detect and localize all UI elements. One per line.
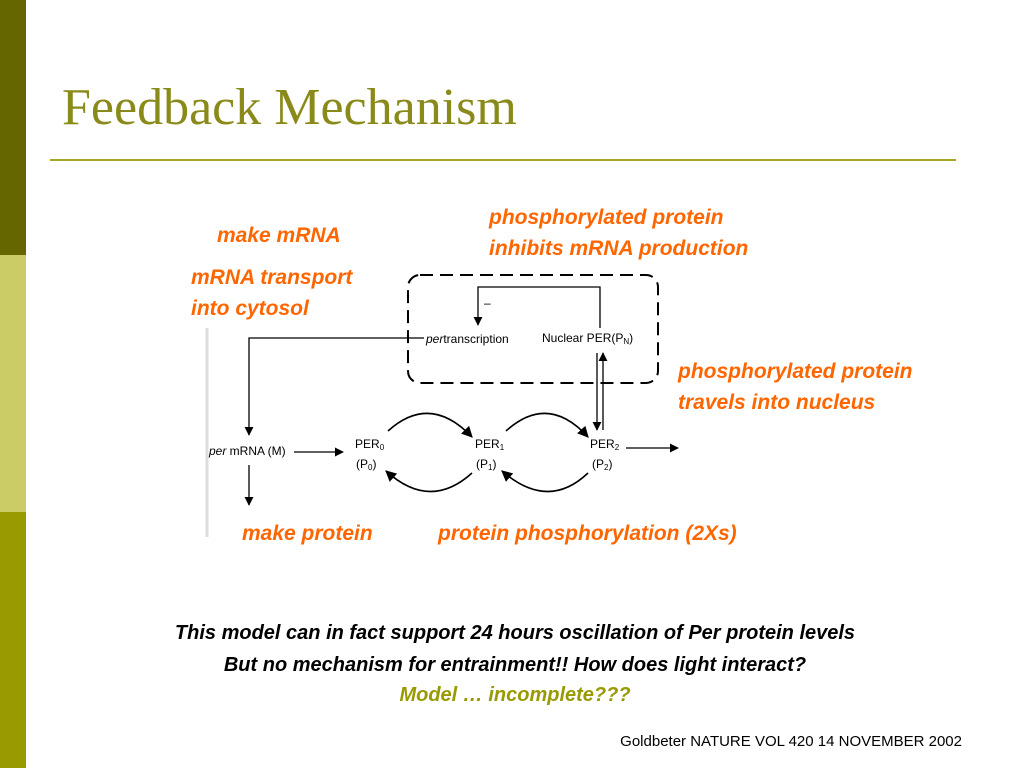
nuclear-per-text: Nuclear PER: [542, 331, 612, 345]
label-inhibits-line1: phosphorylated protein: [489, 206, 724, 229]
label-mrna-transport: mRNA transport into cytosol: [191, 262, 352, 324]
transport-arrow: [244, 337, 424, 436]
nuclear-per-label: Nuclear PER(PN): [542, 331, 633, 346]
p1-sub: 1: [488, 463, 493, 472]
per1-label: PER1: [475, 437, 505, 452]
p0-close: ): [372, 457, 376, 471]
dephosphorylation-arrow-2: [501, 470, 589, 493]
p1-close: ): [492, 457, 496, 471]
accent-bar-top: [0, 0, 26, 255]
per0-text: PER: [355, 437, 380, 451]
citation: Goldbeter NATURE VOL 420 14 NOVEMBER 200…: [620, 733, 962, 750]
label-phosphorylation: protein phosphorylation (2Xs): [438, 522, 737, 545]
nuclear-per-sub: N: [623, 337, 629, 346]
per2-label: PER2: [590, 437, 620, 452]
label-travels-line2: travels into nucleus: [678, 391, 876, 414]
feedback-diagram: – pertranscription Nuclear PER(PN) per m…: [205, 274, 679, 537]
label-travels-line1: phosphorylated protein: [678, 360, 913, 383]
per-italic: per: [425, 332, 444, 346]
per-mrna-rest: mRNA (M): [226, 444, 285, 458]
label-mrna-transport-line1: mRNA transport: [191, 266, 353, 289]
p2-sub: 2: [604, 463, 609, 472]
p2-open: (P: [592, 457, 604, 471]
transcription-text: transcription: [443, 332, 508, 346]
p1-open: (P: [476, 457, 488, 471]
conclusion-line-2: But no mechanism for entrainment!! How d…: [223, 654, 807, 676]
label-inhibits: phosphorylated protein inhibits mRNA pro…: [489, 202, 748, 264]
label-travels-nucleus: phosphorylated protein travels into nucl…: [678, 356, 913, 418]
accent-bar-middle: [0, 255, 26, 512]
per-mrna-label: per mRNA (M): [208, 444, 286, 458]
title-rule: [50, 159, 956, 161]
inhibition-minus: –: [484, 296, 491, 310]
conclusion-line-1: This model can in fact support 24 hours …: [174, 622, 856, 644]
nucleus-box: [407, 274, 659, 384]
accent-bar-bottom: [0, 512, 26, 768]
phosphorylation-arrow-2: [505, 412, 589, 438]
per-transcription-label: pertranscription: [425, 332, 509, 346]
per-mrna-italic: per: [208, 444, 227, 458]
inhibition-arrow: [473, 286, 601, 328]
p0-sub: 0: [368, 463, 373, 472]
p2-close: ): [608, 457, 612, 471]
conclusion-line-3: Model … incomplete???: [399, 684, 631, 706]
slide-title: Feedback Mechanism: [62, 79, 517, 136]
per0-sub: 0: [380, 443, 385, 452]
dephosphorylation-arrow-1: [385, 470, 473, 493]
nuclear-per-close: ): [629, 331, 633, 345]
per2-text: PER: [590, 437, 615, 451]
per1-text: PER: [475, 437, 500, 451]
label-make-protein: make protein: [242, 522, 373, 545]
label-mrna-transport-line2: into cytosol: [191, 297, 309, 320]
phosphorylation-arrow-1: [387, 412, 473, 438]
per2-sub: 2: [615, 443, 620, 452]
p2-label: (P2): [592, 457, 612, 472]
nuclear-per-paren: (P: [611, 331, 623, 345]
per1-sub: 1: [500, 443, 505, 452]
p0-label: (P0): [356, 457, 376, 472]
per0-label: PER0: [355, 437, 385, 452]
p1-label: (P1): [476, 457, 496, 472]
p0-open: (P: [356, 457, 368, 471]
label-inhibits-line2: inhibits mRNA production: [489, 237, 749, 260]
label-make-mrna: make mRNA: [217, 224, 341, 247]
